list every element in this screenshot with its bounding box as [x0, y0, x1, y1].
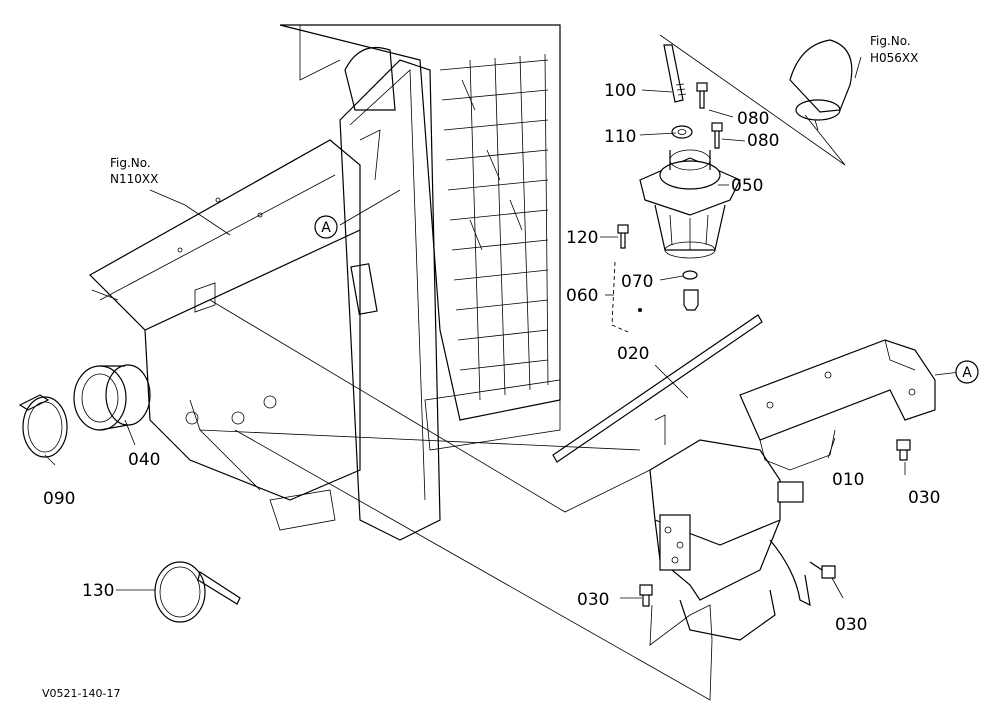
cab-pillar: [339, 46, 441, 541]
lower-bracket: [649, 414, 811, 641]
diagram-code: V0521-140-17: [42, 687, 120, 700]
threaded-rod: [663, 44, 687, 103]
oring-and-fitting: [611, 261, 699, 333]
part-label-070: 070: [621, 272, 653, 292]
cable-tie: [154, 561, 241, 623]
part-label-090: 090: [43, 489, 75, 509]
throttle-unit: [639, 149, 741, 259]
side-panel: [89, 139, 361, 531]
push-rod: [552, 314, 763, 463]
rubber-boot: [73, 364, 151, 431]
screws-030: [639, 439, 911, 607]
part-label-100: 100: [604, 81, 636, 101]
part-label-110: 110: [604, 127, 636, 147]
part-label-060: 060: [566, 286, 598, 306]
ref-component-h056xx: [659, 34, 853, 166]
fig-ref-2-line1: Fig.No.: [870, 34, 911, 48]
fig-ref-1-line2: N110XX: [110, 172, 158, 186]
callout-a-right-label: A: [962, 365, 972, 381]
screw-120: [617, 224, 629, 249]
part-label-020: 020: [617, 344, 649, 364]
part-label-130: 130: [82, 581, 114, 601]
part-label-010: 010: [832, 470, 864, 490]
part-label-120: 120: [566, 228, 598, 248]
part-label-050: 050: [731, 176, 763, 196]
screws-080: [696, 82, 723, 149]
mesh-window: [439, 53, 549, 401]
fig-ref-2-line2: H056XX: [870, 51, 918, 65]
leader-lines: [199, 299, 713, 701]
part-label-030-left: 030: [577, 590, 609, 610]
part-label-080-upper: 080: [737, 109, 769, 129]
cab-frame: [279, 24, 561, 451]
part-label-030-bottom: 030: [835, 615, 867, 635]
part-label-080-lower: 080: [747, 131, 779, 151]
nut: [671, 125, 693, 139]
hose-clamp: [18, 394, 68, 458]
part-label-030-right: 030: [908, 488, 940, 508]
callout-leaders: [44, 56, 961, 646]
callout-a-left-label: A: [321, 220, 331, 236]
part-label-040: 040: [128, 450, 160, 470]
callout-a-right: A: [955, 360, 979, 384]
callout-a-left: A: [314, 215, 338, 239]
fig-ref-1-line1: Fig.No.: [110, 156, 151, 170]
